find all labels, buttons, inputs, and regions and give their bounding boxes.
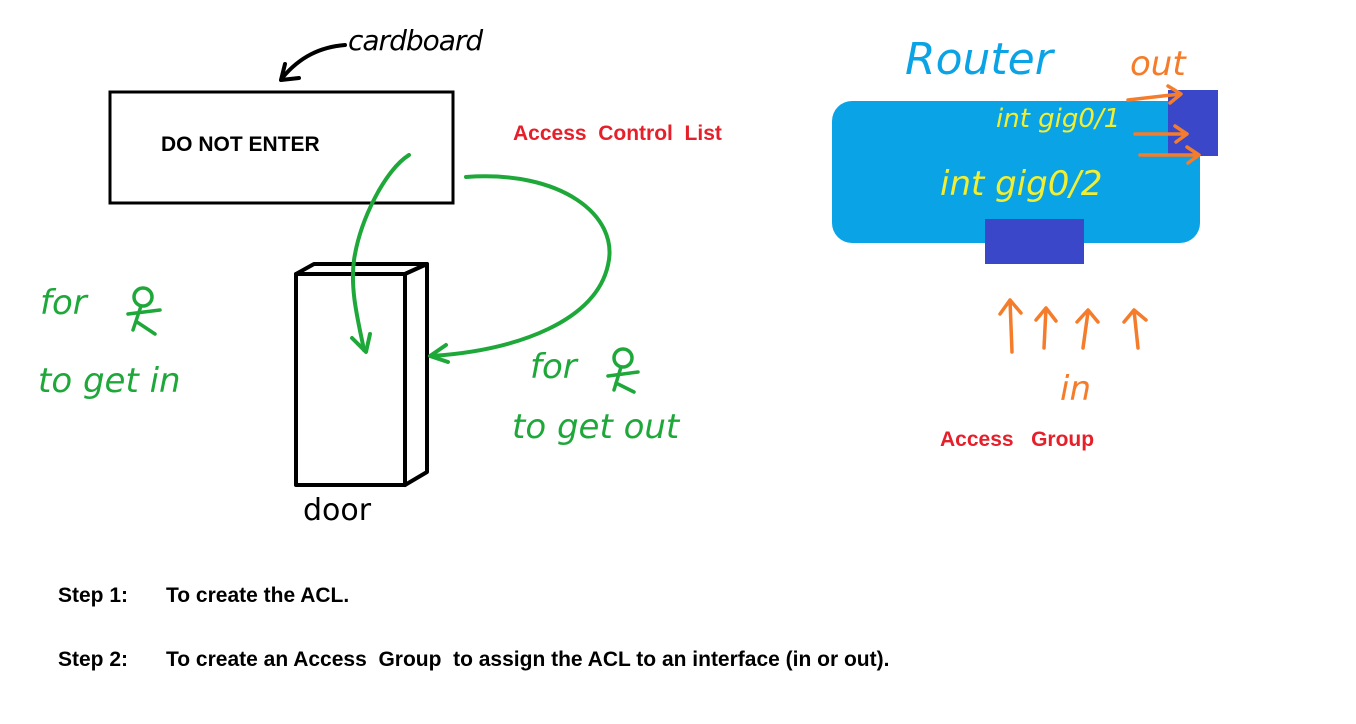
step-1-label: Step 1: xyxy=(58,584,129,607)
interface-2-label: int gig0/2 xyxy=(940,164,1102,204)
for-label: for xyxy=(530,347,579,387)
person-icon xyxy=(606,347,640,394)
step-2-label: Step 2: xyxy=(58,648,129,671)
entry-arrow xyxy=(350,153,411,354)
acl-title: Access Control List xyxy=(513,122,722,145)
do-not-enter-sign xyxy=(108,90,455,205)
door-label: door xyxy=(303,493,372,528)
step-1-text: To create the ACL. xyxy=(166,584,350,607)
person-icon xyxy=(126,286,162,336)
interface-1-label: int gig0/1 xyxy=(996,104,1120,134)
port-gig0-2 xyxy=(985,219,1084,264)
access-group-title: Access Group xyxy=(940,428,1095,451)
get-out-annotation: for to get out xyxy=(512,347,681,447)
to-get-in-label: to get in xyxy=(38,361,181,401)
door-icon xyxy=(294,262,429,487)
out-arrows xyxy=(1126,84,1201,165)
out-label: out xyxy=(1130,44,1187,84)
cardboard-pointer-arrow xyxy=(279,43,347,82)
to-get-out-label: to get out xyxy=(512,407,681,447)
sign-text: DO NOT ENTER xyxy=(161,133,320,156)
in-arrows xyxy=(998,298,1148,354)
in-label: in xyxy=(1060,369,1091,409)
exit-arrow xyxy=(428,174,612,364)
cardboard-note: cardboard xyxy=(348,24,483,57)
step-2-text: To create an Access Group to assign the … xyxy=(166,648,890,671)
get-in-annotation: for to get in xyxy=(38,283,181,401)
router-body xyxy=(832,101,1200,243)
router-title: Router xyxy=(905,34,1056,85)
port-gig0-1 xyxy=(1168,90,1218,156)
for-label: for xyxy=(40,283,89,323)
